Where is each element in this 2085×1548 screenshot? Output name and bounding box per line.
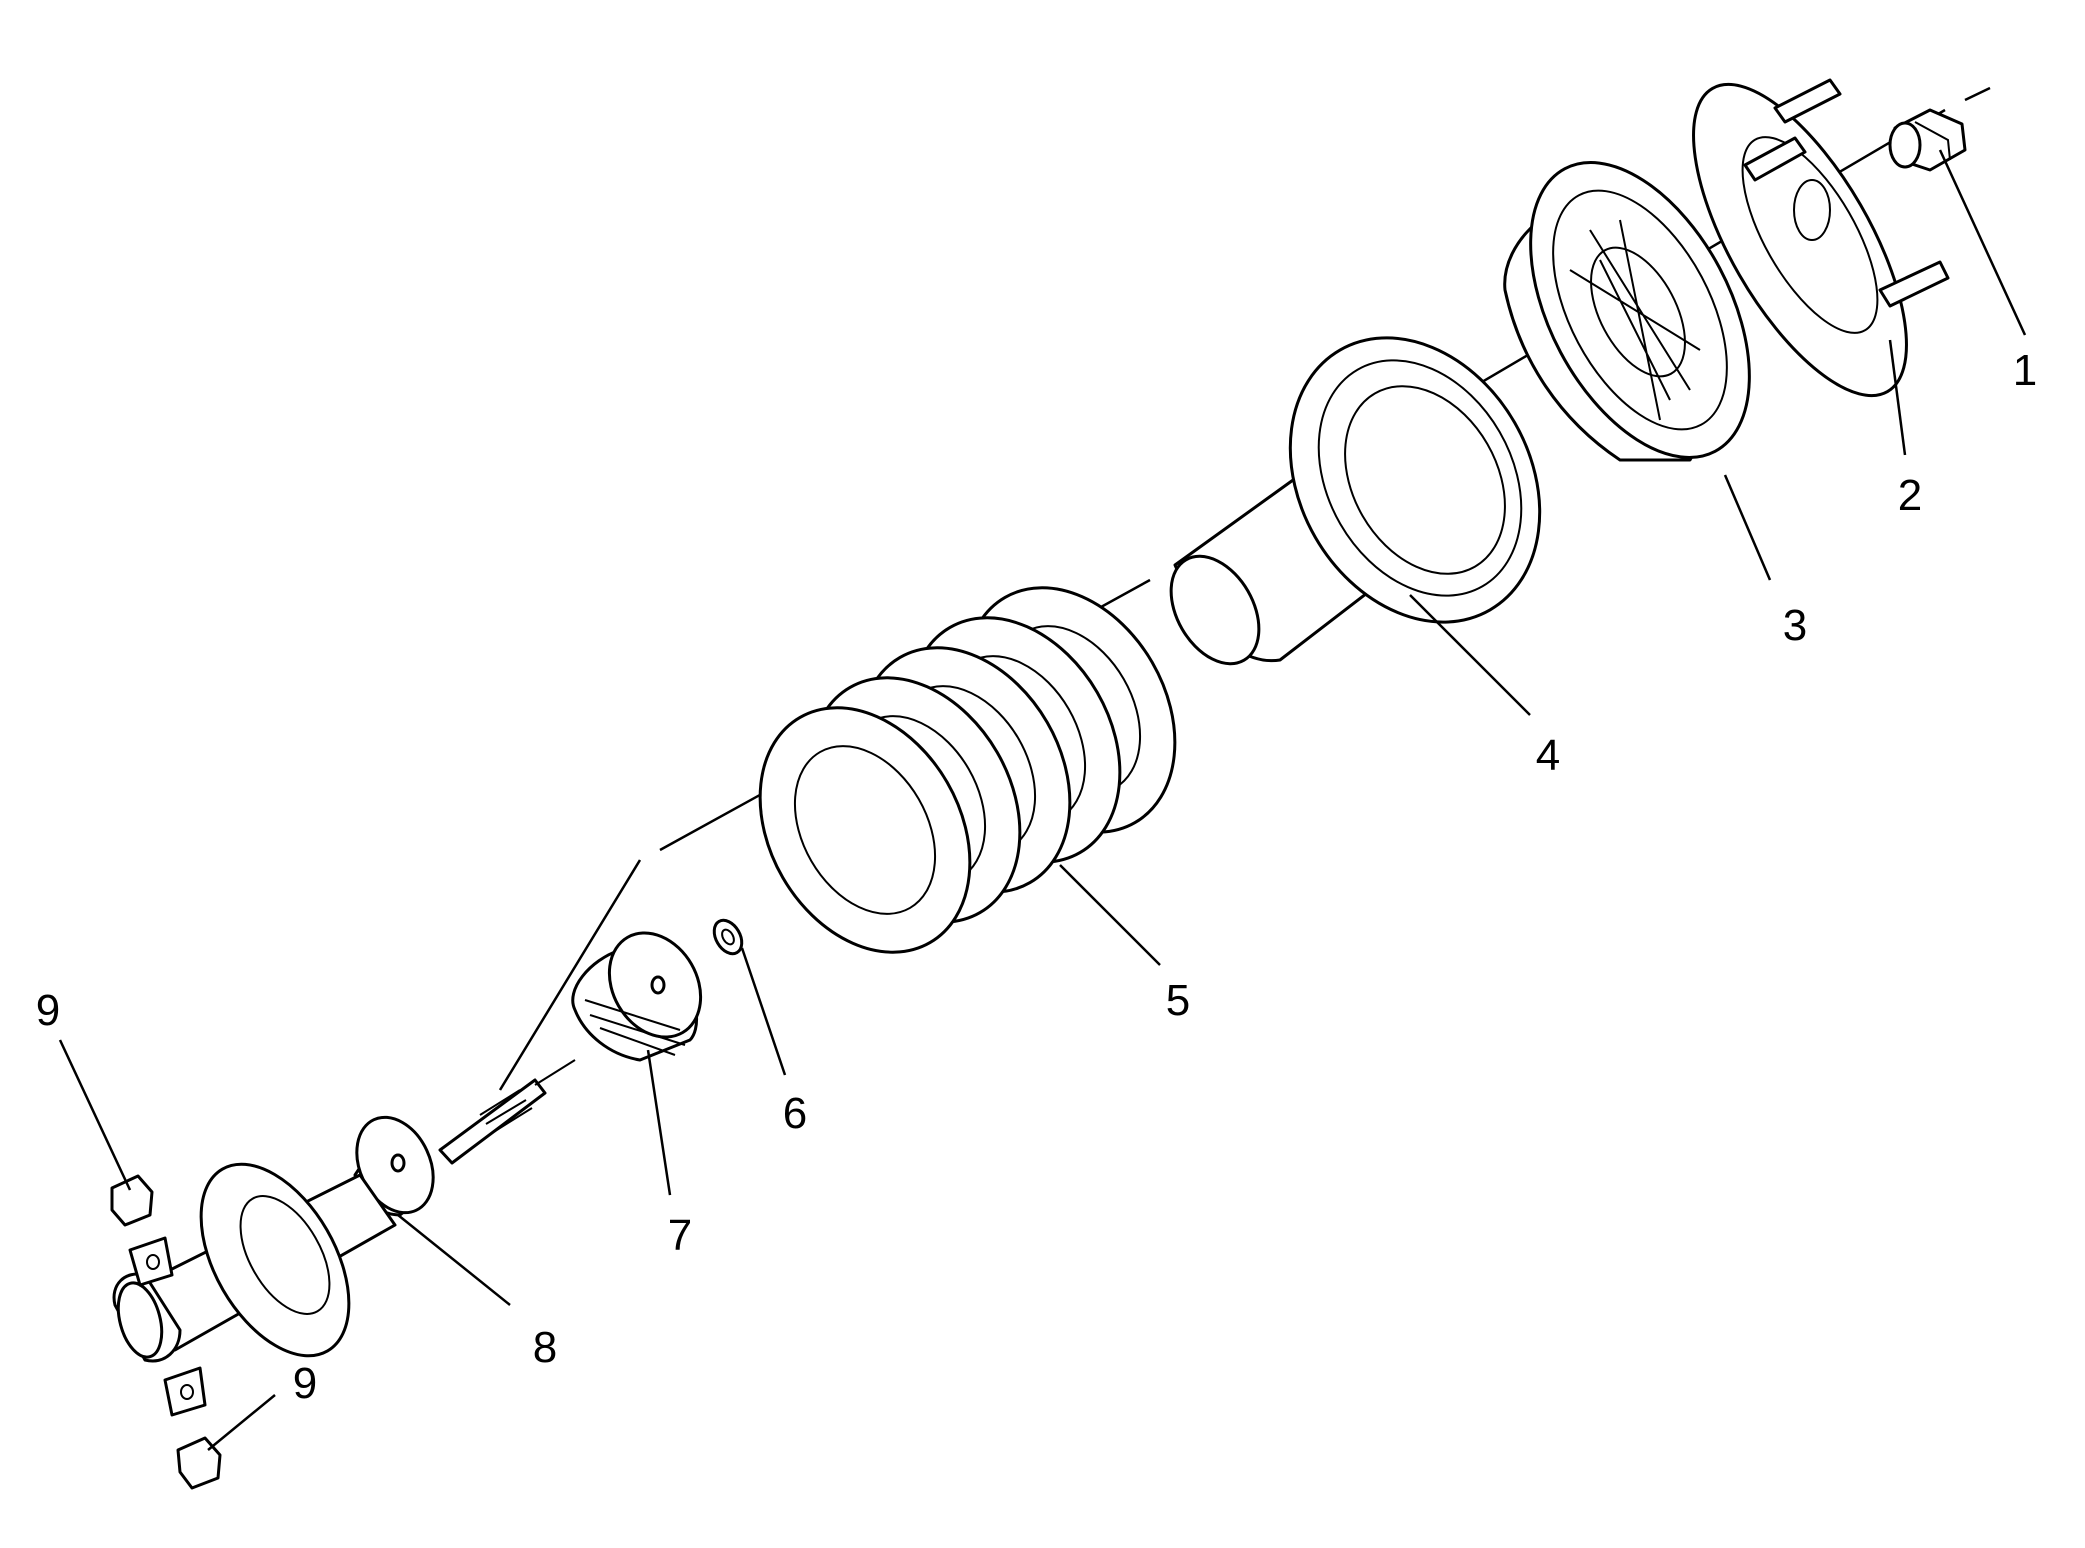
part-strut-mount-bearing: [1503, 161, 1751, 462]
callout-4: 4: [1536, 731, 1560, 780]
callout-1: 1: [2013, 346, 2037, 395]
part-bushing-retainer-lower: [163, 1366, 222, 1490]
part-dust-shield-cap: [353, 1115, 435, 1217]
part-spring-upper-seat: [1169, 336, 1542, 666]
part-bushing-retainer-upper: [110, 1174, 174, 1287]
part-upper-mount-plate: [1692, 78, 1950, 398]
callout-2: 2: [1898, 471, 1922, 520]
callout-5: 5: [1166, 976, 1190, 1025]
leader-2: [1888, 339, 1907, 456]
leader-6: [740, 947, 787, 1076]
part-nut: [1888, 108, 1967, 172]
callout-7: 7: [668, 1211, 692, 1260]
leader-7: [646, 1049, 672, 1196]
leader-5: [1059, 864, 1161, 966]
part-coil-spring: [758, 586, 1177, 954]
callout-9-lower: 9: [293, 1359, 317, 1408]
part-strut-rod: [438, 1059, 576, 1165]
part-jounce-bumper: [571, 931, 703, 1062]
callout-8: 8: [533, 1323, 557, 1372]
leader-4: [1409, 594, 1531, 716]
callout-9-upper: 9: [36, 986, 60, 1035]
leader-lines: [58, 149, 2027, 1451]
leader-8: [397, 1214, 511, 1306]
leader-9b: [207, 1394, 276, 1451]
part-washer: [712, 918, 744, 956]
callout-6: 6: [783, 1089, 807, 1138]
part-strut-body: [112, 1162, 397, 1363]
leader-3: [1723, 474, 1772, 581]
leader-1: [1938, 149, 2027, 336]
callout-3: 3: [1783, 601, 1807, 650]
leader-9a: [58, 1039, 132, 1191]
